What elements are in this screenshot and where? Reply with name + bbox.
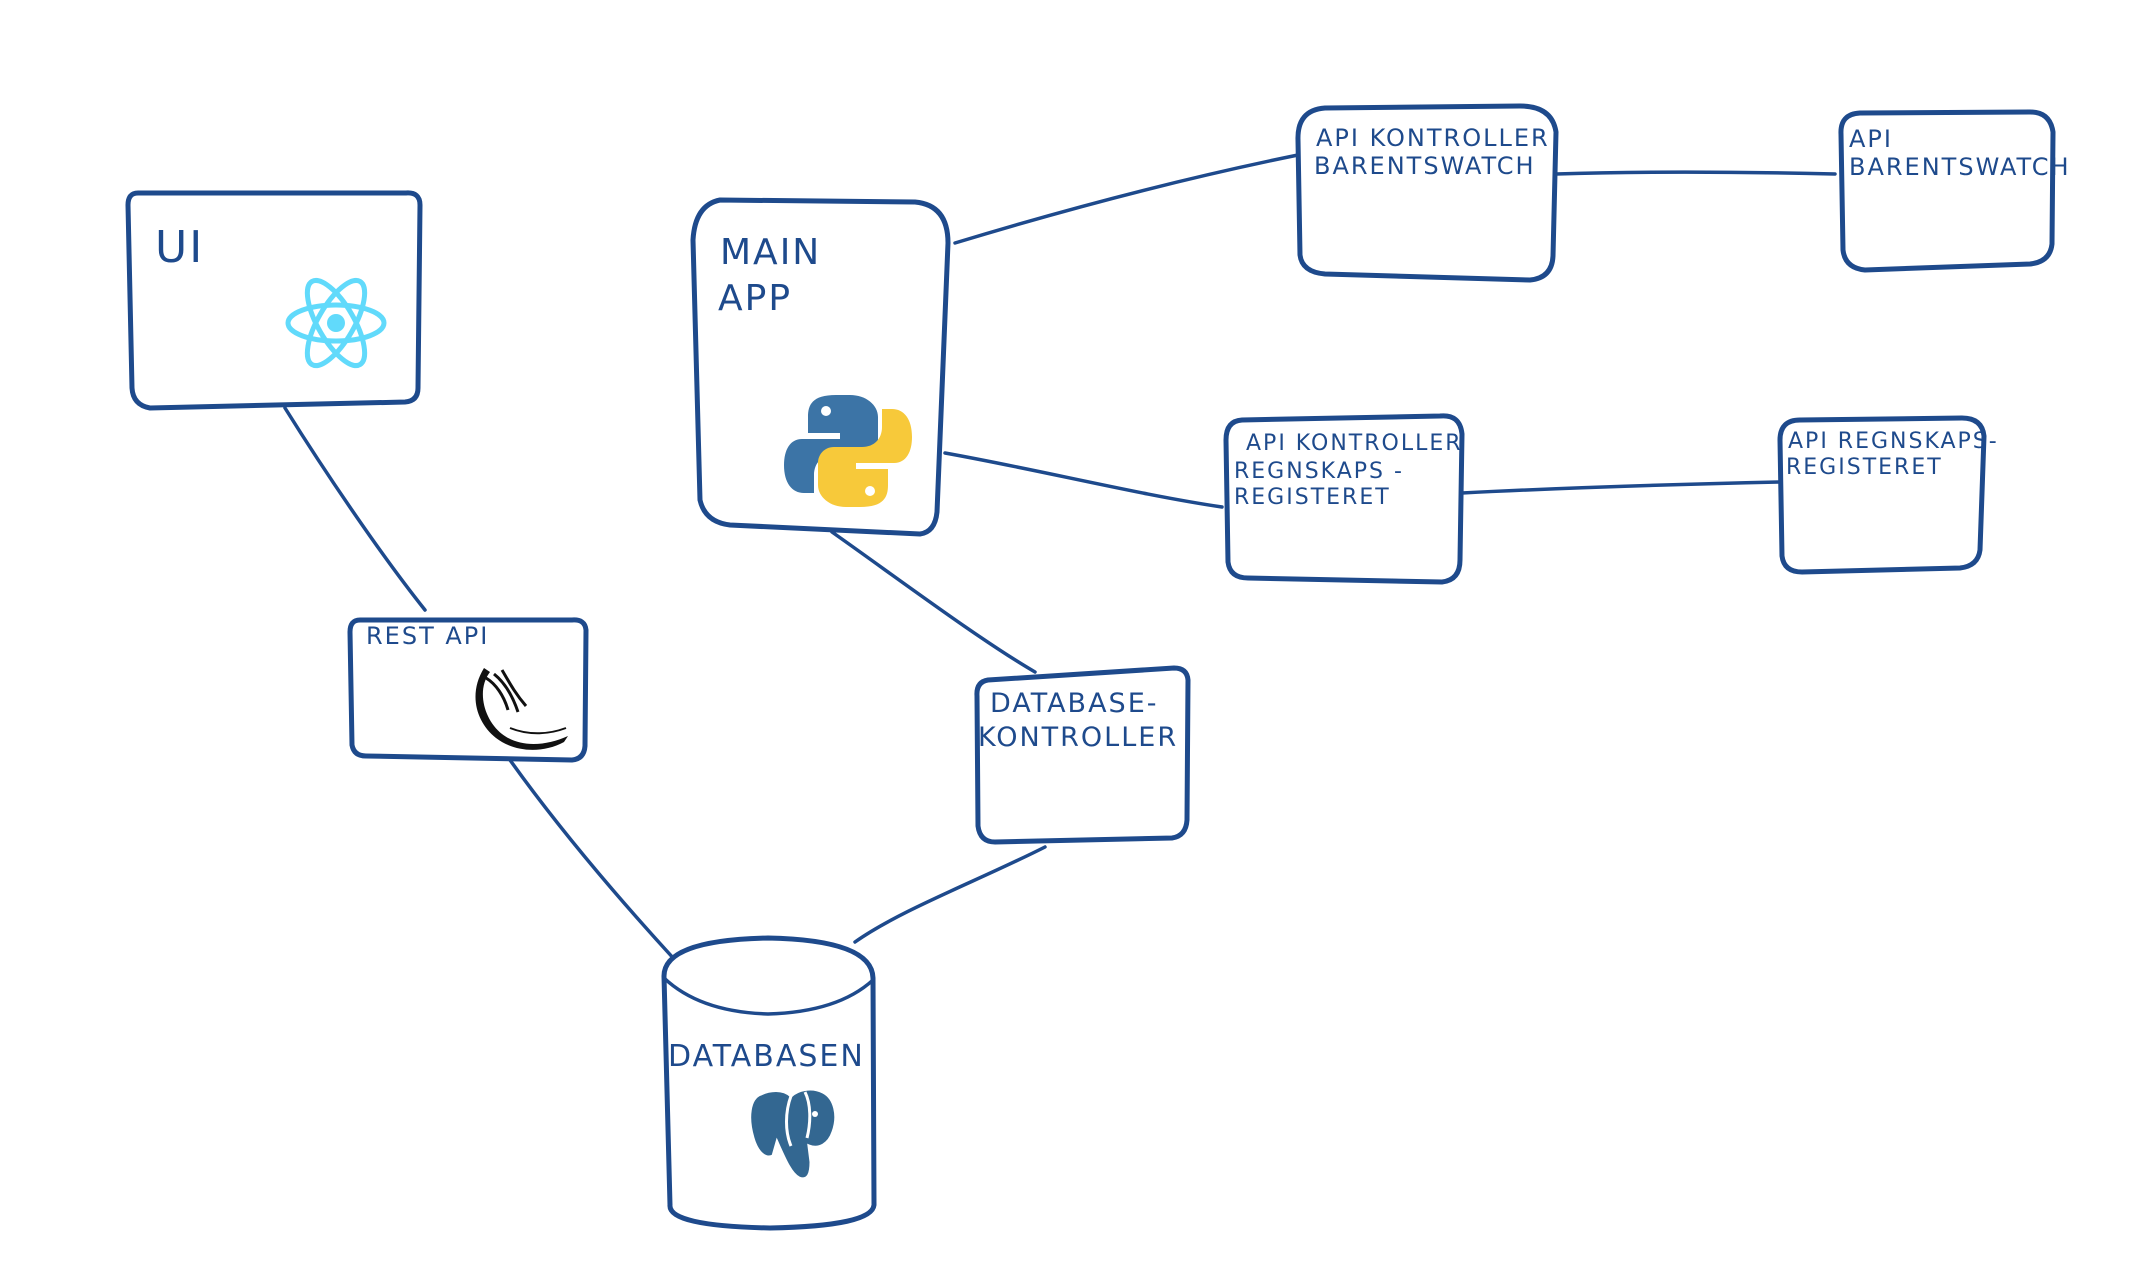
node-rest-api: REST API — [347, 617, 589, 763]
node-rest-api-label: REST API — [366, 622, 489, 650]
node-api-barentswatch: API BARENTSWATCH — [1838, 109, 2071, 273]
node-rest-api-box — [347, 617, 589, 763]
edge-ui-restapi — [283, 406, 427, 612]
flask-icon — [475, 668, 568, 750]
node-api-kontroller-rr-box — [1223, 413, 1465, 585]
edges — [283, 153, 1837, 962]
node-ui-label: UI — [155, 222, 204, 273]
node-databasen-label: DATABASEN — [668, 1039, 865, 1074]
node-api-kontroller-rr-label: API KONTROLLER REGNSKAPS - REGISTERET — [1234, 431, 1472, 510]
edge-mainapp-apikontroller-rr — [943, 451, 1224, 509]
node-databasen: DATABASEN — [661, 935, 877, 1231]
node-api-kontroller-regnskapsregisteret: API KONTROLLER REGNSKAPS - REGISTERET — [1223, 413, 1472, 585]
node-db-kontroller-box — [974, 665, 1191, 845]
node-api-kontroller-bw-box — [1295, 103, 1559, 283]
edge-restapi-databasen — [508, 758, 677, 962]
node-database-kontroller: DATABASE- KONTROLLER — [974, 665, 1191, 845]
edge-mainapp-dbkontroller — [830, 530, 1037, 674]
node-api-rr-label: API REGNSKAPS- REGISTERET — [1786, 429, 2008, 480]
node-api-rr-box — [1777, 415, 1987, 575]
edge-mainapp-apikontroller-bw — [953, 153, 1300, 245]
edge-apikontroller-bw-api-bw — [1554, 170, 1837, 176]
edge-apikontroller-rr-api-rr — [1460, 480, 1782, 495]
node-main-app: MAIN APP — [690, 197, 951, 537]
node-api-bw-box — [1838, 109, 2056, 273]
node-databasen-rim — [662, 976, 875, 1016]
node-ui: UI — [125, 190, 423, 411]
node-api-regnskapsregisteret: API REGNSKAPS- REGISTERET — [1777, 415, 2008, 575]
postgres-icon — [748, 1087, 838, 1181]
node-api-kontroller-bw-label: API KONTROLLER BARENTSWATCH — [1314, 124, 1559, 180]
node-main-app-label: MAIN APP — [718, 232, 835, 319]
node-databasen-cylinder — [661, 935, 877, 1231]
python-icon — [784, 395, 912, 507]
node-api-bw-label: API BARENTSWATCH — [1849, 125, 2071, 181]
node-api-kontroller-barentswatch: API KONTROLLER BARENTSWATCH — [1295, 103, 1559, 283]
react-icon — [285, 277, 387, 369]
node-ui-box — [125, 190, 423, 411]
edge-dbkontroller-databasen — [853, 845, 1047, 944]
node-db-kontroller-label: DATABASE- KONTROLLER — [978, 688, 1178, 753]
